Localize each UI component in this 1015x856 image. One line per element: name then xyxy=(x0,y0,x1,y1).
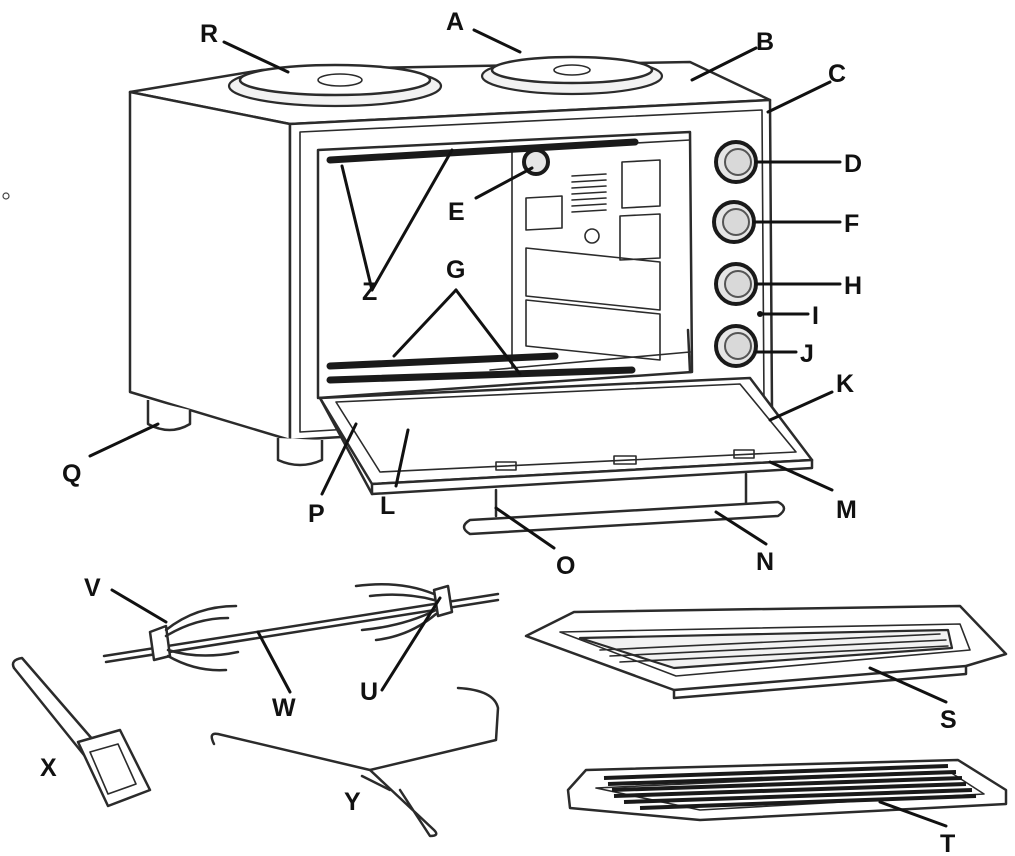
label-e: E xyxy=(448,198,465,226)
leader-lines xyxy=(88,28,948,828)
label-m: M xyxy=(836,496,857,524)
label-u: U xyxy=(360,678,378,706)
label-f: F xyxy=(844,210,859,238)
label-c: C xyxy=(828,60,846,88)
label-s: S xyxy=(940,706,957,734)
label-t: T xyxy=(940,830,955,856)
part-labels: A B C D E F G H I J K L M N O P Q R S T … xyxy=(40,8,957,856)
label-p: P xyxy=(308,500,325,528)
label-k: K xyxy=(836,370,854,398)
wire-rack-icon xyxy=(566,758,1008,822)
label-x: X xyxy=(40,754,57,782)
label-i: I xyxy=(812,302,819,330)
tray-handle-icon xyxy=(11,656,152,808)
mini-oven-with-hotplates-icon xyxy=(2,55,814,536)
label-v: V xyxy=(84,574,101,602)
label-g: G xyxy=(446,256,465,284)
label-q: Q xyxy=(62,460,81,488)
label-d: D xyxy=(844,150,862,178)
label-a: A xyxy=(446,8,464,36)
label-r: R xyxy=(200,20,218,48)
label-b: B xyxy=(756,28,774,56)
label-z: Z xyxy=(362,278,377,306)
label-w: W xyxy=(272,694,296,722)
label-l: L xyxy=(380,492,395,520)
baking-tray-icon xyxy=(524,604,1008,700)
label-n: N xyxy=(756,548,774,576)
label-o: O xyxy=(556,552,575,580)
label-j: J xyxy=(800,340,814,368)
label-y: Y xyxy=(344,788,361,816)
rotisserie-lift-tool-icon xyxy=(210,686,500,838)
control-knob-icon xyxy=(712,140,758,368)
label-h: H xyxy=(844,272,862,300)
